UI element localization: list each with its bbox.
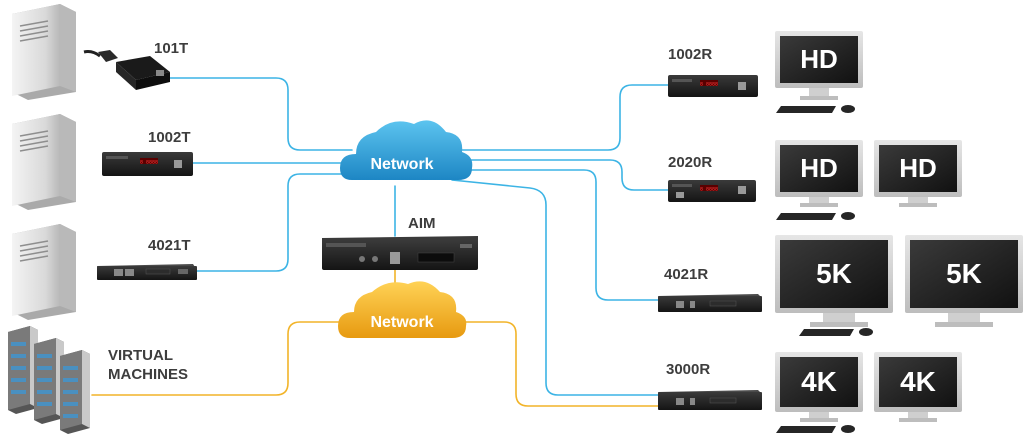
keyboard-icon: [776, 106, 836, 113]
keyboard-icon: [799, 329, 854, 336]
server-rack-icon: [60, 350, 90, 434]
label-machines: MACHINES: [108, 366, 189, 383]
svg-text:8 8888: 8 8888: [140, 160, 158, 166]
cloud-label-top: Network: [370, 156, 434, 173]
mouse-icon: [841, 105, 855, 113]
label-3000r: 3000R: [666, 361, 711, 378]
screen-label: HD: [800, 153, 838, 183]
server-tower-icon: [12, 4, 76, 100]
server-tower-icon: [12, 114, 76, 210]
monitor-icon: [905, 235, 1023, 327]
server-rack-icon: [34, 338, 64, 424]
keyboard-icon: [776, 426, 836, 433]
screen-label: 5K: [946, 258, 982, 289]
label-virtual-machines: VIRTUAL MACHINES: [108, 346, 188, 384]
label-1002r: 1002R: [668, 46, 713, 63]
extender-box-icon: [97, 264, 197, 280]
monitor-icon: [874, 140, 962, 207]
server-tower-icon: [12, 224, 76, 320]
aim-server-icon: [322, 236, 478, 270]
link-virtual: [91, 321, 347, 396]
extender-box-icon: 8 8888: [668, 75, 758, 97]
screen-label: HD: [899, 153, 937, 183]
connection-lines: [91, 77, 669, 407]
mouse-icon: [859, 328, 873, 336]
server-rack-icon: [8, 326, 38, 414]
screen-label: 5K: [816, 258, 852, 289]
keyboard-icon: [776, 213, 836, 220]
usb-dongle-icon: [83, 50, 170, 90]
mouse-icon: [841, 425, 855, 433]
label-virtual: VIRTUAL: [108, 347, 173, 364]
screen-label: 4K: [900, 366, 936, 397]
label-2020r: 2020R: [668, 154, 713, 171]
monitor-icon: [775, 31, 863, 100]
link-4021t: [196, 173, 353, 272]
link-3000r: [451, 179, 659, 396]
screen-label: 4K: [801, 366, 837, 397]
mouse-icon: [841, 212, 855, 220]
label-aim: AIM: [408, 215, 436, 232]
link-1002r: [447, 84, 669, 151]
extender-box-icon: 8 8888: [668, 180, 756, 202]
extender-box-icon: 8 8888: [102, 152, 193, 176]
label-1002t: 1002T: [148, 129, 191, 146]
cloud-label-bottom: Network: [370, 314, 434, 331]
cloud-icon: [340, 120, 473, 180]
svg-text:8 8888: 8 8888: [700, 187, 718, 193]
extender-box-icon: [658, 390, 762, 410]
link-2020r: [455, 159, 669, 191]
monitor-icon: [775, 352, 863, 422]
extender-box-icon: [658, 294, 762, 312]
screen-label: HD: [800, 44, 838, 74]
monitor-icon: [775, 140, 863, 207]
link-101t: [167, 77, 353, 151]
link-4021r: [449, 169, 659, 301]
label-4021r: 4021R: [664, 266, 709, 283]
monitor-icon: [874, 352, 962, 422]
label-101t: 101T: [154, 40, 189, 57]
svg-text:8 8888: 8 8888: [700, 82, 718, 88]
label-4021t: 4021T: [148, 237, 191, 254]
link-3000r-yellow: [459, 321, 659, 407]
monitor-icon: [775, 235, 893, 327]
cloud-icon: [338, 281, 467, 338]
